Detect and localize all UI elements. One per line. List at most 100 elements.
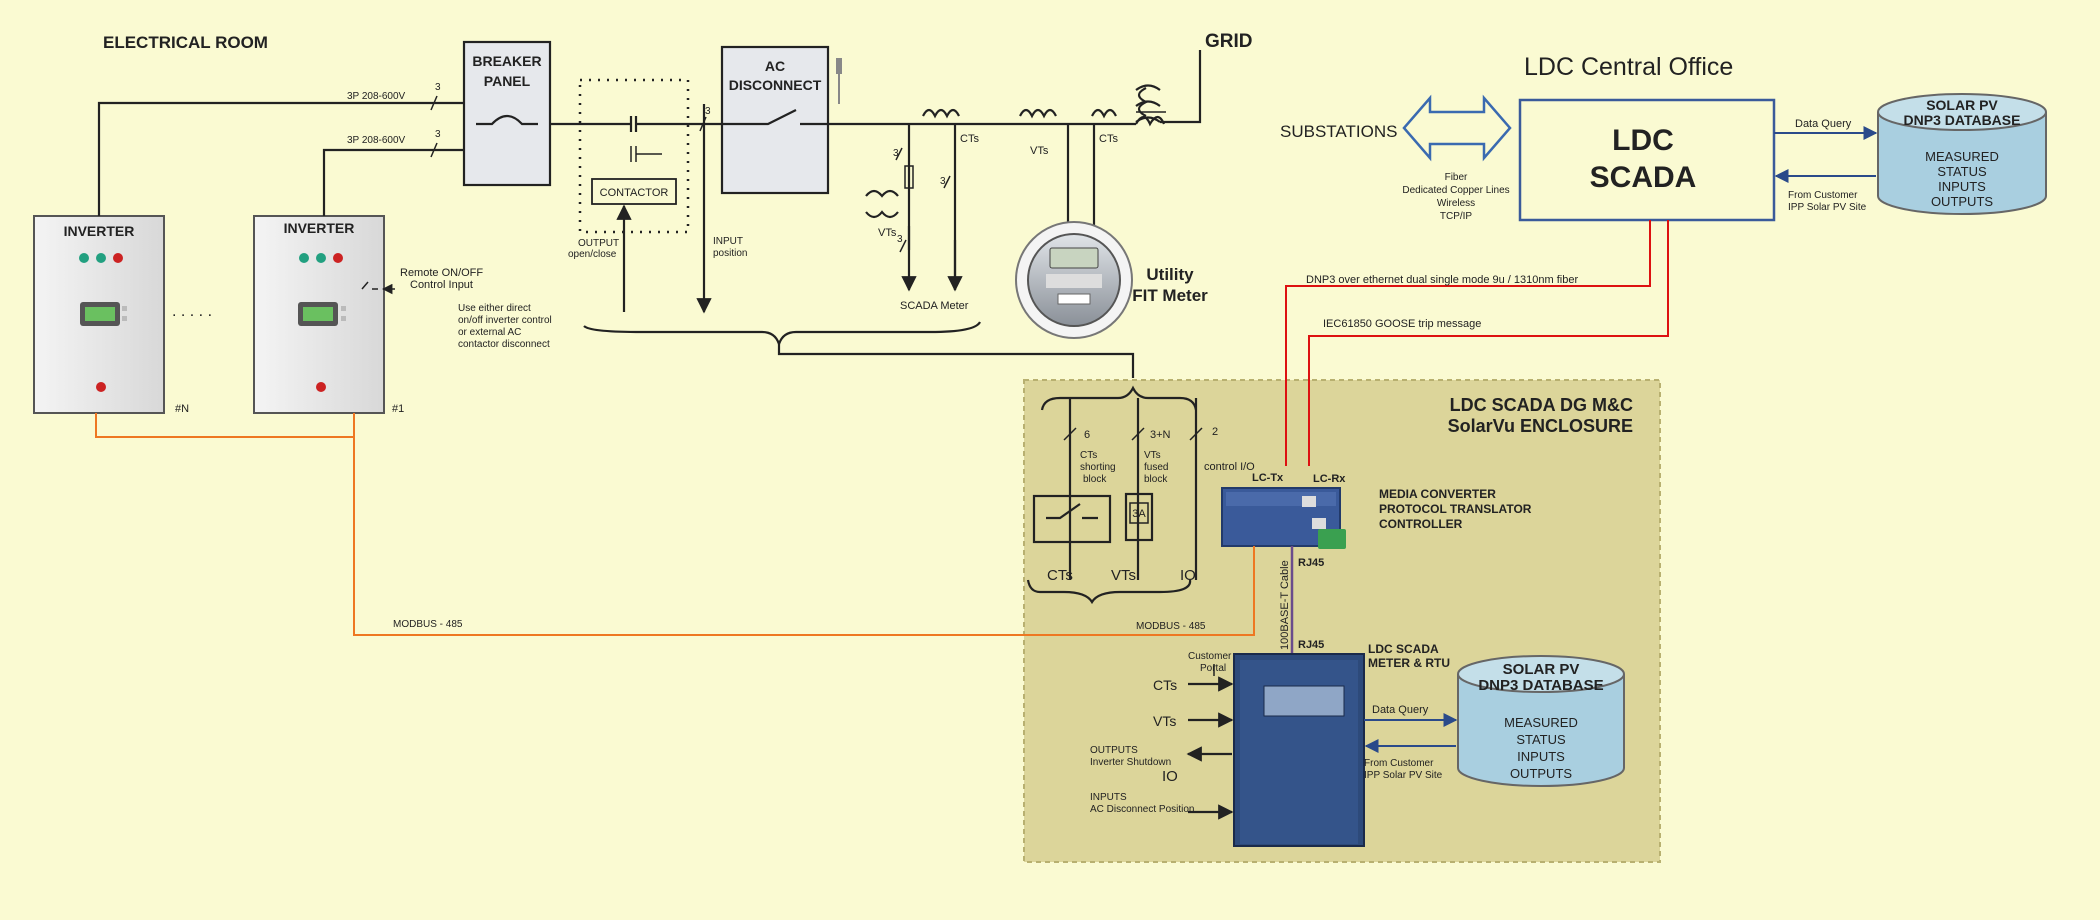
svg-text:IPP Solar PV Site: IPP Solar PV Site (1788, 202, 1867, 213)
modbus-line (95, 413, 1255, 636)
svg-text:CTs: CTs (960, 133, 979, 145)
svg-text:MODBUS - 485: MODBUS - 485 (1136, 621, 1206, 632)
inverter-n-number: #N (175, 403, 189, 415)
database-top[interactable]: SOLAR PV DNP3 DATABASE MEASURED STATUS I… (1877, 93, 2047, 215)
inverter-n-label: INVERTER (64, 223, 135, 239)
disconnect-handle-icon (836, 58, 842, 74)
svg-text:DISCONNECT: DISCONNECT (729, 77, 822, 93)
terminal-connector-icon (1318, 529, 1346, 549)
svg-text:MEASURED: MEASURED (1504, 715, 1578, 730)
breaker-panel[interactable]: BREAKER PANEL (462, 40, 552, 187)
svg-text:INPUTS: INPUTS (1938, 179, 1986, 194)
svg-text:MEASURED: MEASURED (1925, 149, 1999, 164)
stop-button-icon (96, 382, 106, 392)
svg-text:IO: IO (1162, 768, 1178, 785)
svg-text:From Customer: From Customer (1788, 190, 1858, 201)
indicator-light-icon (333, 253, 343, 263)
vt-fuse-icon (904, 165, 914, 189)
svg-text:3: 3 (893, 148, 899, 159)
svg-text:LC-Tx: LC-Tx (1252, 472, 1284, 484)
inverter-n[interactable]: INVERTER #N (33, 215, 189, 415)
svg-text:control I/O: control I/O (1204, 461, 1255, 473)
svg-text:contactor disconnect: contactor disconnect (458, 339, 550, 350)
svg-text:Utility: Utility (1146, 265, 1194, 284)
svg-text:3: 3 (435, 129, 441, 140)
fiber-tx-line (1285, 220, 1651, 466)
inverter-1[interactable]: INVERTER #1 (253, 215, 404, 415)
scada-meter-label: SCADA Meter (900, 300, 969, 312)
svg-text:OUTPUTS: OUTPUTS (1090, 745, 1138, 756)
svg-text:From Customer: From Customer (1364, 758, 1434, 769)
svg-text:VTs: VTs (1144, 450, 1161, 461)
svg-text:fused: fused (1144, 462, 1168, 473)
svg-text:Use either direct: Use either direct (458, 303, 531, 314)
indicator-light-icon (79, 253, 89, 263)
utility-fit-meter[interactable] (1015, 221, 1133, 339)
media-converter[interactable] (1221, 487, 1346, 549)
ct-coil-icon (1019, 108, 1057, 119)
electrical-room-label: ELECTRICAL ROOM (103, 33, 268, 52)
svg-text:PANEL: PANEL (484, 73, 531, 89)
svg-text:VTs: VTs (878, 227, 897, 239)
svg-text:IPP Solar PV Site: IPP Solar PV Site (1364, 770, 1443, 781)
svg-text:VTs: VTs (1030, 145, 1049, 157)
ldc-scada-box[interactable] (1518, 98, 1776, 222)
svg-text:LDC: LDC (1612, 124, 1674, 157)
svg-text:METER & RTU: METER & RTU (1368, 656, 1450, 670)
feed-label-bottom: 3P 208-600V (347, 135, 406, 146)
grid-label: GRID (1205, 31, 1253, 52)
indicator-light-icon (316, 253, 326, 263)
svg-text:VTs: VTs (1111, 567, 1136, 584)
svg-text:OUTPUTS: OUTPUTS (1931, 194, 1993, 209)
svg-text:RJ45: RJ45 (1298, 639, 1324, 651)
goose-label: IEC61850 GOOSE trip message (1323, 318, 1481, 330)
svg-text:3: 3 (897, 234, 903, 245)
brace-control-bus (583, 321, 981, 348)
svg-text:CTs: CTs (1153, 677, 1177, 693)
svg-text:on/off inverter control: on/off inverter control (458, 315, 552, 326)
svg-text:DNP3 DATABASE: DNP3 DATABASE (1478, 677, 1603, 694)
svg-text:open/close: open/close (568, 249, 617, 260)
svg-text:PROTOCOL TRANSLATOR: PROTOCOL TRANSLATOR (1379, 502, 1532, 516)
svg-text:or external AC: or external AC (458, 327, 521, 338)
substations-label: SUBSTATIONS (1280, 122, 1397, 141)
inverter-1-number: #1 (392, 403, 404, 415)
svg-text:MODBUS - 485: MODBUS - 485 (393, 619, 463, 630)
svg-text:RJ45: RJ45 (1298, 557, 1324, 569)
svg-text:position: position (713, 248, 747, 259)
svg-text:Portal: Portal (1200, 663, 1226, 674)
contactor-label: CONTACTOR (600, 187, 669, 199)
svg-text:3A: 3A (1132, 508, 1146, 520)
svg-text:Wireless: Wireless (1437, 198, 1475, 209)
substations-double-arrow[interactable] (1402, 94, 1512, 162)
vt-fuse-block (1124, 492, 1154, 542)
svg-text:INPUTS: INPUTS (1090, 792, 1127, 803)
svg-text:IO: IO (1180, 567, 1196, 584)
svg-text:SOLAR PV: SOLAR PV (1926, 97, 1998, 113)
svg-text:OUTPUT: OUTPUT (578, 238, 619, 249)
svg-text:INPUTS: INPUTS (1517, 749, 1565, 764)
svg-text:LDC SCADA: LDC SCADA (1368, 642, 1439, 656)
scada-rtu[interactable] (1233, 653, 1365, 847)
breaker-icon (476, 114, 538, 126)
feed-line-top (97, 101, 464, 216)
svg-text:Data Query: Data Query (1795, 118, 1852, 130)
svg-text:Data Query: Data Query (1372, 704, 1429, 716)
svg-text:CTs: CTs (1047, 567, 1073, 584)
ac-disconnect[interactable]: AC DISCONNECT (720, 45, 842, 195)
contactor[interactable] (591, 178, 677, 205)
ct-coil-icon (922, 108, 960, 119)
svg-text:DNP3 DATABASE: DNP3 DATABASE (1904, 112, 2021, 128)
svg-text:VTs: VTs (1153, 713, 1176, 729)
svg-text:block: block (1144, 474, 1168, 485)
ldc-central-office-title: LDC Central Office (1524, 53, 1733, 81)
svg-text:3: 3 (705, 106, 711, 117)
database-bottom[interactable]: SOLAR PV DNP3 DATABASE MEASURED STATUS I… (1457, 655, 1625, 787)
svg-text:3: 3 (940, 176, 946, 187)
svg-text:Dedicated Copper Lines: Dedicated Copper Lines (1402, 185, 1509, 196)
svg-text:3+N: 3+N (1150, 429, 1171, 441)
ct-shorting-block (1032, 494, 1112, 544)
brace-terminal-blocks (1040, 385, 1198, 411)
svg-text:INPUT: INPUT (713, 236, 743, 247)
